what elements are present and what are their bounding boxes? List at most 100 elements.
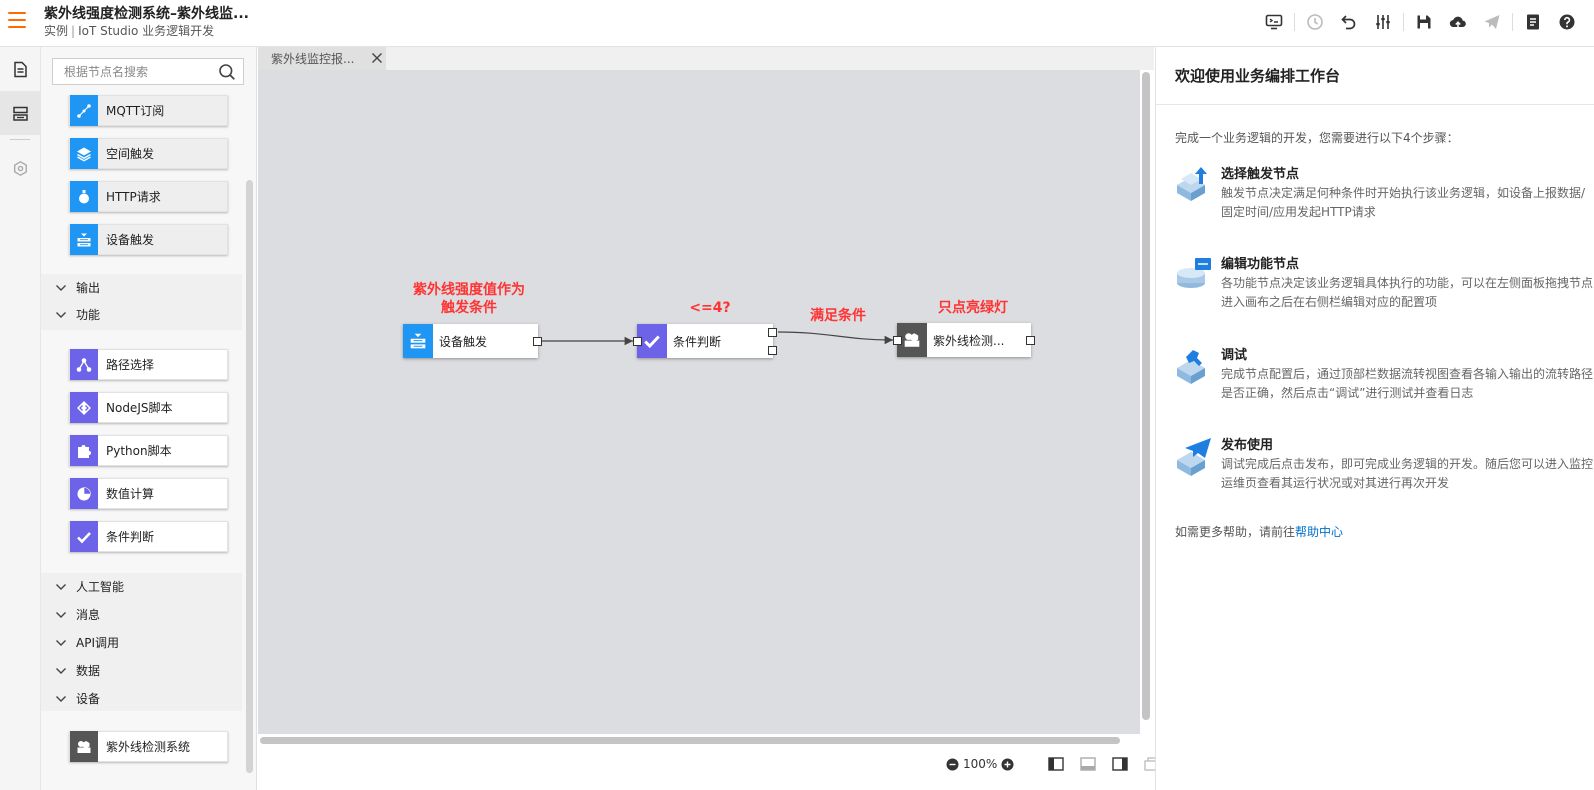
category-header-bg xyxy=(41,573,242,711)
panel-scrollbar[interactable] xyxy=(246,180,253,773)
toggle-left-panel-button[interactable] xyxy=(1045,754,1067,774)
http-icon xyxy=(79,189,89,203)
node-item-nodejs[interactable]: NodeJS脚本 xyxy=(69,392,228,423)
node-item-route[interactable]: 路径选择 xyxy=(69,349,228,380)
rail-config-button[interactable] xyxy=(0,146,41,190)
breadcrumb-type[interactable]: 实例 xyxy=(44,24,69,38)
guide-step-title: 选择触发节点 xyxy=(1221,167,1300,182)
node-icon-bg xyxy=(70,95,98,126)
node-item-device-trigger[interactable]: 设备触发 xyxy=(69,224,228,255)
node-icon-bg xyxy=(70,349,98,380)
node-item-label: MQTT订阅 xyxy=(106,104,165,118)
toggle-right-panel-button[interactable] xyxy=(1109,754,1131,774)
flow-node-icon-bg xyxy=(897,323,927,357)
canvas-horizontal-scrollbar[interactable] xyxy=(260,737,1120,744)
doc-button[interactable] xyxy=(1516,9,1550,35)
node-item-label: NodeJS脚本 xyxy=(106,401,173,415)
undo-button[interactable] xyxy=(1332,9,1366,35)
output-port[interactable] xyxy=(533,337,542,346)
chevron-down-icon xyxy=(56,639,66,646)
flow-canvas[interactable] xyxy=(258,70,1140,734)
node-search-input[interactable] xyxy=(53,59,213,84)
zoom-out-icon[interactable] xyxy=(946,758,959,771)
data-flow-icon xyxy=(1265,14,1283,30)
node-item-uv-device[interactable]: 紫外线检测系统 xyxy=(69,731,228,762)
guide-step-debug: 调试 完成节点配置后，通过顶部栏数据流转视图查看各输入输出的流转路径是否正确，然… xyxy=(1173,344,1593,414)
chevron-down-icon xyxy=(56,611,66,618)
flow-node-label: 紫外线检测... xyxy=(933,333,1005,348)
input-port[interactable] xyxy=(893,336,902,345)
category-device[interactable]: 设备 xyxy=(41,685,242,712)
data-flow-button[interactable] xyxy=(1257,9,1291,35)
annotation-line: 触发条件 xyxy=(441,300,497,316)
rail-file-button[interactable] xyxy=(0,47,41,91)
guide-help-prefix: 如需更多帮助，请前往 xyxy=(1175,525,1296,539)
tab-label: 紫外线监控报... xyxy=(271,52,355,66)
category-data[interactable]: 数据 xyxy=(41,657,242,684)
node-item-label: 设备触发 xyxy=(106,233,155,247)
node-item-condition[interactable]: 条件判断 xyxy=(69,521,228,552)
flow-node-uv-device[interactable]: 紫外线检测... xyxy=(897,323,1031,357)
flow-node-icon-bg xyxy=(403,324,433,358)
deploy-button[interactable] xyxy=(1441,9,1475,35)
node-item-mqtt[interactable]: MQTT订阅 xyxy=(69,95,228,126)
toggle-bottom-panel-button[interactable] xyxy=(1077,754,1099,774)
node-item-http[interactable]: HTTP请求 xyxy=(69,181,228,212)
category-api[interactable]: API调用 xyxy=(41,629,242,656)
node-item-label: 条件判断 xyxy=(106,530,155,544)
canvas-vertical-scrollbar[interactable] xyxy=(1142,72,1150,720)
category-ai[interactable]: 人工智能 xyxy=(41,573,242,600)
node-item-python[interactable]: Python脚本 xyxy=(69,435,228,466)
node-icon-bg xyxy=(70,478,98,509)
rail-divider xyxy=(10,139,30,140)
flow-node-condition[interactable]: 条件判断 xyxy=(637,324,773,358)
guide-intro: 完成一个业务逻辑的开发，您需要进行以下4个步骤： xyxy=(1175,131,1459,145)
history-icon xyxy=(1307,14,1323,30)
file-icon xyxy=(14,61,27,77)
flow-node-device-trigger[interactable]: 设备触发 xyxy=(403,324,538,358)
layout-right-icon xyxy=(1112,757,1128,771)
layout-left-icon xyxy=(1048,757,1064,771)
category-function[interactable]: 功能 xyxy=(41,301,242,328)
menu-icon[interactable] xyxy=(8,12,26,28)
guide-step-function: 编辑功能节点 各功能节点决定该业务逻辑具体执行的功能，可以在左侧面板拖拽节点进入… xyxy=(1173,253,1593,323)
tab-uv-monitor[interactable]: 紫外线监控报... xyxy=(258,47,386,70)
help-center-link[interactable]: 帮助中心 xyxy=(1295,525,1344,539)
search-icon[interactable] xyxy=(218,63,236,81)
category-message[interactable]: 消息 xyxy=(41,601,242,628)
zoom-control: 100% xyxy=(946,755,1014,773)
node-item-spatial-trigger[interactable]: 空间触发 xyxy=(69,138,228,169)
zoom-in-icon[interactable] xyxy=(1001,758,1014,771)
device-trigger-icon xyxy=(77,233,91,246)
category-output[interactable]: 输出 xyxy=(41,274,242,301)
chevron-down-icon xyxy=(56,583,66,590)
guide-panel: 欢迎使用业务编排工作台 完成一个业务逻辑的开发，您需要进行以下4个步骤： 选择触… xyxy=(1155,47,1594,790)
save-button[interactable] xyxy=(1407,9,1441,35)
rail-nodes-button[interactable] xyxy=(0,91,41,135)
node-icon-bg xyxy=(70,181,98,212)
input-port[interactable] xyxy=(633,337,642,346)
output-port[interactable] xyxy=(1026,336,1035,345)
settings-button[interactable] xyxy=(1366,9,1400,35)
breadcrumb: 实例|IoT Studio 业务逻辑开发 xyxy=(44,22,214,39)
node-icon-bg xyxy=(70,138,98,169)
guide-step-title: 发布使用 xyxy=(1221,438,1274,453)
node-item-calc[interactable]: 数值计算 xyxy=(69,478,228,509)
chevron-down-icon xyxy=(56,284,66,291)
output-port-true[interactable] xyxy=(768,328,777,337)
settings-sliders-icon xyxy=(1376,15,1390,29)
output-port-false[interactable] xyxy=(768,346,777,355)
top-header: 紫外线强度检测系统–紫外线监... 实例|IoT Studio 业务逻辑开发 xyxy=(0,0,1594,47)
help-button[interactable] xyxy=(1550,9,1584,35)
zoom-level: 100% xyxy=(963,757,998,771)
canvas-footer xyxy=(258,748,1154,790)
annotation-condition: <=4? xyxy=(689,300,731,316)
publish-icon xyxy=(1484,15,1500,29)
close-icon[interactable] xyxy=(370,51,384,65)
trigger-step-icon xyxy=(1177,167,1207,201)
save-icon xyxy=(1417,15,1431,29)
help-icon xyxy=(1559,14,1575,30)
toolbar-divider xyxy=(1512,13,1513,31)
publish-button[interactable] xyxy=(1475,9,1509,35)
history-button[interactable] xyxy=(1298,9,1332,35)
